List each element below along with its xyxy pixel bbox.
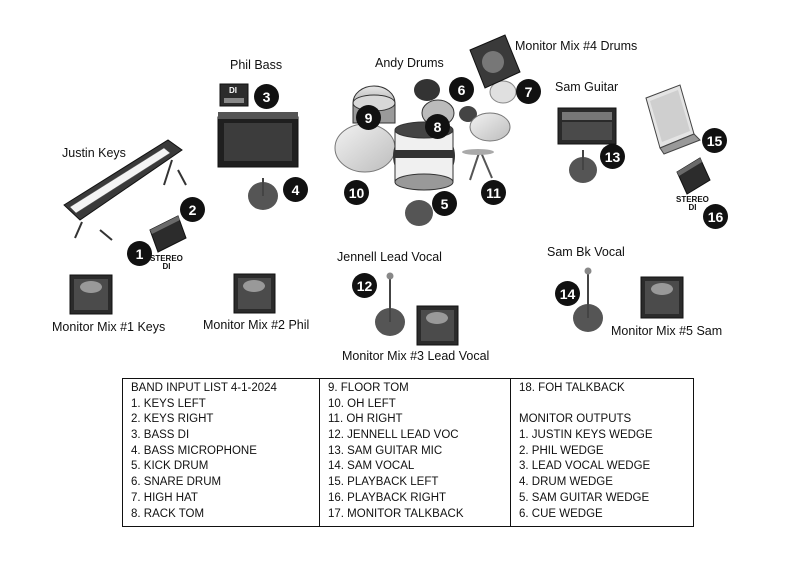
wedge-5 <box>640 276 684 319</box>
drum-monitor <box>469 34 521 89</box>
input-item: 2. KEYS RIGHT <box>131 413 214 426</box>
input-item: 15. PLAYBACK LEFT <box>328 476 439 489</box>
wedge-3 <box>416 305 459 346</box>
marker-16: 16 <box>703 204 728 229</box>
marker-11: 11 <box>481 180 506 205</box>
label-phil-bass: Phil Bass <box>230 58 283 72</box>
label-monitor-mix-1: Monitor Mix #1 Keys <box>52 320 166 334</box>
label-andy-drums: Andy Drums <box>375 56 444 70</box>
input-item: 4. BASS MICROPHONE <box>131 444 257 457</box>
stereo-di-box-1 <box>149 215 187 253</box>
marker-3: 3 <box>254 84 279 109</box>
guitar-amp <box>557 107 617 145</box>
input-item: 18. FOH TALKBACK <box>519 382 625 394</box>
marker-15: 15 <box>702 128 727 153</box>
spacer-row <box>519 397 685 413</box>
keyboard <box>63 139 187 241</box>
wedge-2 <box>233 273 276 314</box>
input-item: 11. OH RIGHT <box>328 413 403 426</box>
input-item: 16. PLAYBACK RIGHT <box>328 491 447 504</box>
input-list-title: BAND INPUT LIST 4-1-2024 <box>131 382 277 394</box>
monitor-output-item: 3. LEAD VOCAL WEDGE <box>519 460 651 473</box>
marker-14: 14 <box>555 281 580 306</box>
input-item: 12. JENNELL LEAD VOC <box>328 429 459 442</box>
laptop <box>645 84 701 155</box>
marker-10: 10 <box>344 180 369 205</box>
label-sam-bk-vocal: Sam Bk Vocal <box>547 245 625 259</box>
monitor-output-item: 4. DRUM WEDGE <box>519 476 613 489</box>
input-item: 1. KEYS LEFT <box>131 397 206 410</box>
input-item: 8. RACK TOM <box>131 507 205 520</box>
input-item: 3. BASS DI <box>131 429 190 442</box>
marker-5: 5 <box>432 191 457 216</box>
bass-amp <box>217 112 299 168</box>
bass-di-box <box>219 83 249 107</box>
marker-13: 13 <box>600 144 625 169</box>
bass-mic-stand <box>248 178 278 210</box>
label-monitor-mix-2: Monitor Mix #2 Phil <box>203 318 310 332</box>
monitor-outputs-title: MONITOR OUTPUTS <box>519 413 632 426</box>
monitor-output-item: 5. SAM GUITAR WEDGE <box>519 491 650 504</box>
marker-6: 6 <box>449 77 474 102</box>
input-item: 6. SNARE DRUM <box>131 476 222 489</box>
input-item: 5. KICK DRUM <box>131 460 209 473</box>
label-jennell-lead-vocal: Jennell Lead Vocal <box>337 250 442 264</box>
label-bass-di: DI <box>229 86 237 95</box>
label-stereo-di-2: STEREO DI <box>676 195 709 212</box>
stereo-di-box-2 <box>676 157 711 195</box>
bk-vocal-mic-stand <box>573 267 603 332</box>
lead-vocal-mic-stand <box>375 272 405 336</box>
marker-12: 12 <box>352 273 377 298</box>
label-sam-guitar: Sam Guitar <box>555 80 619 94</box>
input-item: 9. FLOOR TOM <box>328 382 409 394</box>
label-monitor-mix-4: Monitor Mix #4 Drums <box>515 39 638 53</box>
band-input-list: BAND INPUT LIST 4-1-2024 1. KEYS LEFT 2.… <box>122 378 694 528</box>
monitor-output-item: 1. JUSTIN KEYS WEDGE <box>519 429 653 442</box>
input-item: 14. SAM VOCAL <box>328 460 415 473</box>
input-item: 10. OH LEFT <box>328 397 396 410</box>
marker-8: 8 <box>425 114 450 139</box>
marker-4: 4 <box>283 177 308 202</box>
monitor-output-item: 6. CUE WEDGE <box>519 507 603 520</box>
label-monitor-mix-3: Monitor Mix #3 Lead Vocal <box>342 349 490 363</box>
input-list-column-3: 18. FOH TALKBACK MONITOR OUTPUTS 1. JUST… <box>510 378 694 527</box>
marker-2: 2 <box>180 197 205 222</box>
marker-7: 7 <box>516 79 541 104</box>
input-list-column-1: BAND INPUT LIST 4-1-2024 1. KEYS LEFT 2.… <box>123 379 320 527</box>
wedge-1 <box>69 274 113 315</box>
marker-9: 9 <box>356 105 381 130</box>
input-item: 7. HIGH HAT <box>131 491 198 504</box>
input-list-column-2: 9. FLOOR TOM 10. OH LEFT 11. OH RIGHT 12… <box>319 378 511 527</box>
input-item: 13. SAM GUITAR MIC <box>328 444 443 457</box>
label-justin-keys: Justin Keys <box>62 146 126 160</box>
stage-plot <box>63 34 711 346</box>
label-monitor-mix-5: Monitor Mix #5 Sam <box>611 324 723 338</box>
label-stereo-di-1: STEREO DI <box>150 254 183 271</box>
marker-1: 1 <box>127 241 152 266</box>
input-item: 17. MONITOR TALKBACK <box>328 507 464 520</box>
monitor-output-item: 2. PHIL WEDGE <box>519 444 604 457</box>
guitar-mic-stand <box>569 150 597 183</box>
